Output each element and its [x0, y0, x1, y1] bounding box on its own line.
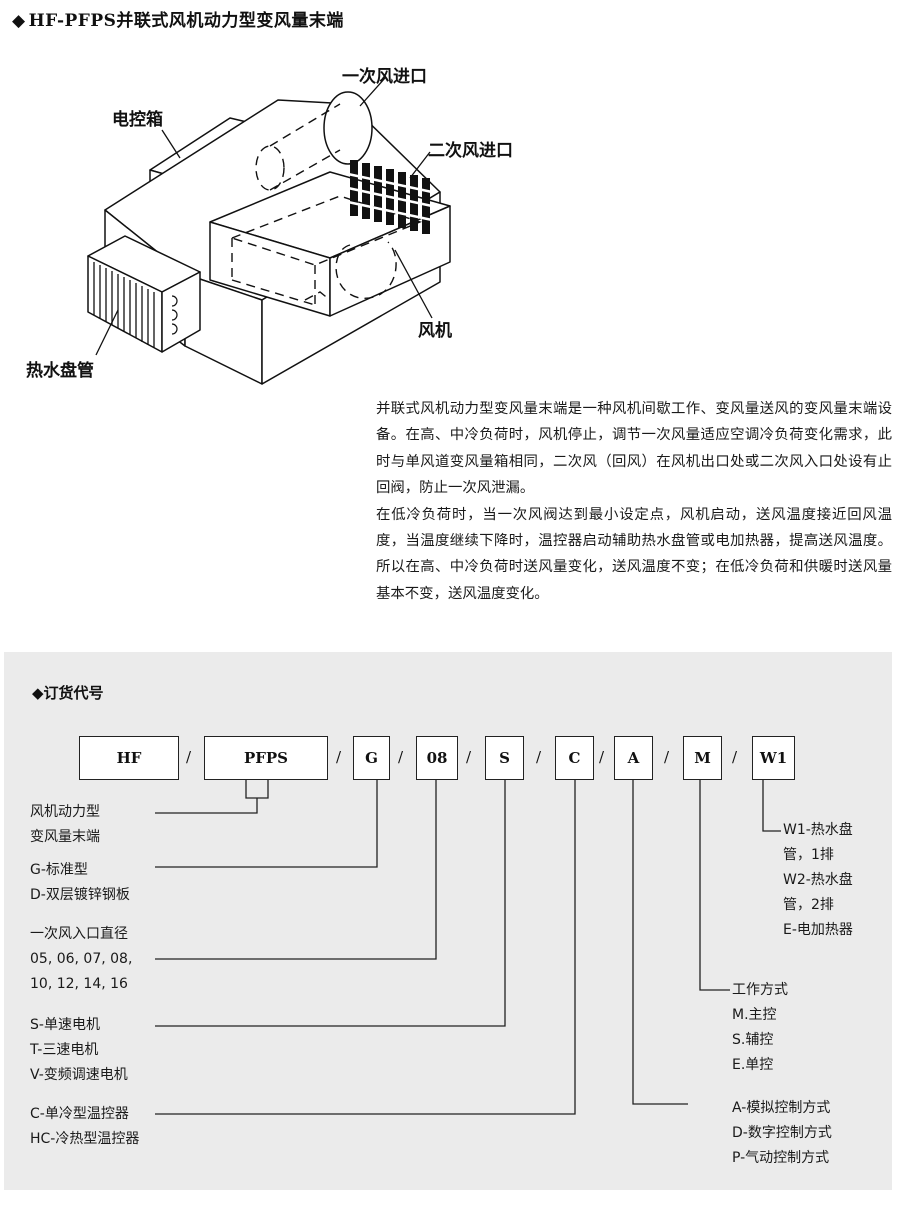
option-item: G-标准型	[30, 862, 88, 878]
option-group-casing: G-标准型 D-双层镀锌钢板	[30, 858, 130, 908]
description-paragraph: 并联式风机动力型变风量末端是一种风机间歇工作、变风量送风的变风量末端设备。在高、…	[376, 401, 892, 497]
option-group-thermostat: C-单冷型温控器 HC-冷热型温控器	[30, 1102, 139, 1152]
order-code-title: ◆订货代号	[32, 682, 104, 703]
option-group-type: 风机动力型 变风量末端	[30, 800, 100, 850]
option-item: D-双层镀锌钢板	[30, 887, 130, 903]
option-item: D-数字控制方式	[732, 1125, 832, 1141]
product-illustration	[87, 77, 451, 385]
code-separator: /	[599, 748, 605, 766]
option-item: C-单冷型温控器	[30, 1106, 129, 1122]
option-item: W1-热水盘	[783, 822, 853, 838]
code-box-w1: W1	[752, 736, 795, 780]
code-box-08: 08	[416, 736, 458, 780]
description-paragraph: 在低冷负荷时，当一次风阀达到最小设定点，风机启动，送风温度接近回风温度，当温度继…	[376, 506, 892, 602]
page-title-text: HF-PFPS并联式风机动力型变风量末端	[28, 11, 344, 31]
option-item: 管，1排	[783, 847, 834, 863]
primary-inlet-shape	[323, 91, 373, 165]
option-group-control: A-模拟控制方式 D-数字控制方式 P-气动控制方式	[732, 1096, 832, 1171]
option-item: S-单速电机	[30, 1017, 100, 1033]
label-hot-water-coil: 热水盘管	[26, 361, 94, 381]
option-item: V-变频调速电机	[30, 1067, 128, 1083]
label-control-box: 电控箱	[112, 110, 163, 130]
option-item: 05, 06, 07, 08,	[30, 951, 133, 967]
diamond-bullet-icon: ◆	[32, 684, 44, 702]
option-item: E-电加热器	[783, 922, 853, 938]
option-group-mode: 工作方式 M.主控 S.辅控 E.单控	[732, 978, 788, 1078]
code-box-hf: HF	[79, 736, 179, 780]
code-separator: /	[664, 748, 670, 766]
option-group-motor: S-单速电机 T-三速电机 V-变频调速电机	[30, 1013, 128, 1088]
label-fan: 风机	[418, 321, 452, 341]
code-box-m: M	[683, 736, 722, 780]
option-item: M.主控	[732, 1007, 777, 1023]
code-separator: /	[398, 748, 404, 766]
option-item: T-三速电机	[30, 1042, 99, 1058]
description: 并联式风机动力型变风量末端是一种风机间歇工作、变风量送风的变风量末端设备。在高、…	[376, 396, 892, 607]
code-box-a: A	[614, 736, 653, 780]
code-box-g: G	[353, 736, 390, 780]
option-item: 风机动力型	[30, 804, 100, 820]
option-item: 管，2排	[783, 897, 834, 913]
code-box-c: C	[555, 736, 594, 780]
code-box-pfps: PFPS	[204, 736, 328, 780]
label-secondary-inlet: 二次风进口	[428, 141, 513, 161]
code-separator: /	[732, 748, 738, 766]
code-separator: /	[336, 748, 342, 766]
option-item: 一次风入口直径	[30, 926, 128, 942]
option-item: E.单控	[732, 1057, 774, 1073]
code-separator: /	[536, 748, 542, 766]
code-separator: /	[466, 748, 472, 766]
option-item: 工作方式	[732, 982, 788, 998]
option-group-inlet: 一次风入口直径 05, 06, 07, 08, 10, 12, 14, 16	[30, 922, 132, 997]
option-item: S.辅控	[732, 1032, 774, 1048]
code-separator: /	[186, 748, 192, 766]
option-item: HC-冷热型温控器	[30, 1131, 140, 1147]
option-item: W2-热水盘	[783, 872, 853, 888]
option-item: 10, 12, 14, 16	[30, 976, 128, 992]
option-item: A-模拟控制方式	[732, 1100, 831, 1116]
option-group-heater: W1-热水盘 管，1排 W2-热水盘 管，2排 E-电加热器	[783, 818, 853, 943]
code-box-s: S	[485, 736, 524, 780]
option-item: 变风量末端	[30, 829, 100, 845]
page-title: ◆HF-PFPS并联式风机动力型变风量末端	[12, 6, 344, 31]
diamond-bullet-icon: ◆	[12, 11, 26, 31]
option-item: P-气动控制方式	[732, 1150, 830, 1166]
label-primary-inlet: 一次风进口	[342, 67, 427, 87]
order-code-title-text: 订货代号	[43, 684, 104, 702]
